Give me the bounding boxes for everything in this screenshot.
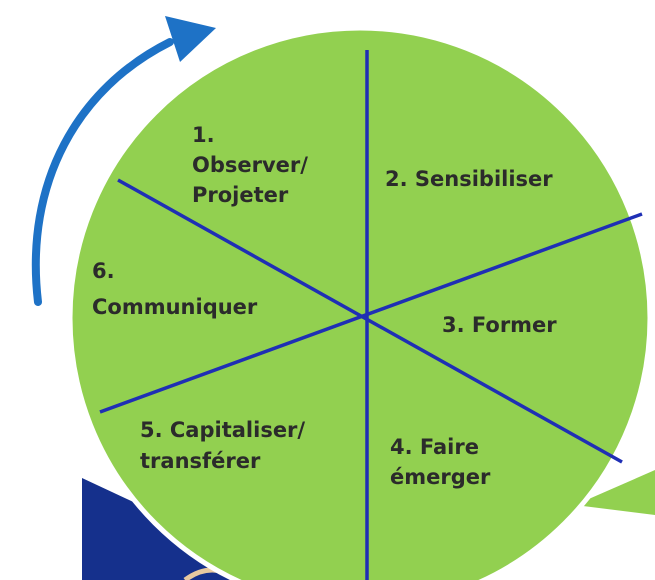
divider-diagonal-down <box>117 178 623 464</box>
segment-1-label: 1. Observer/ Projeter <box>192 123 315 207</box>
segment-5-label: 5. Capitaliser/ transférer <box>140 418 312 473</box>
divider-diagonal-up <box>99 212 643 414</box>
segment-2-label: 2. Sensibiliser <box>385 167 553 191</box>
cycle-wheel <box>67 25 653 580</box>
arrow-head-icon <box>165 16 216 62</box>
segment-3-label: 3. Former <box>442 313 557 337</box>
segment-4-label: 4. Faire émerger <box>390 435 491 489</box>
green-accent-shape <box>575 470 655 515</box>
segment-6-label: 6. Communiquer <box>92 259 258 319</box>
curved-arrow-icon <box>31 38 174 306</box>
segment-dividers <box>99 50 643 580</box>
